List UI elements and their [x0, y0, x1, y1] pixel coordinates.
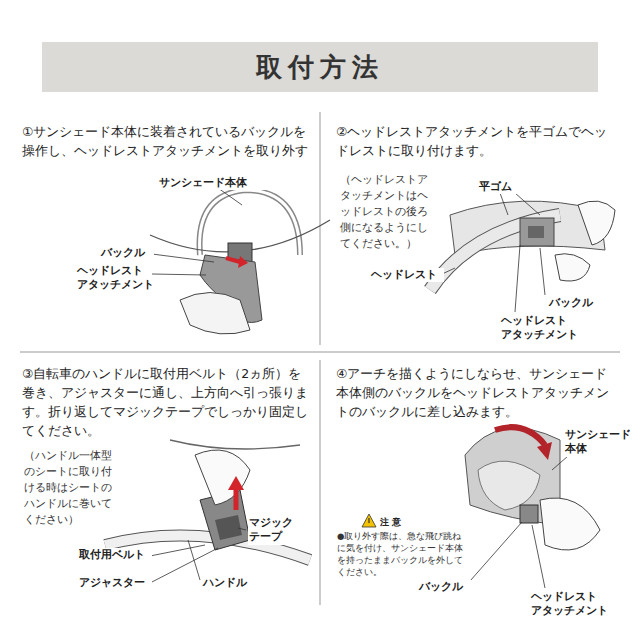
note-text: （ハンドル一体型のシートに取り付ける時はシートのハンドルに巻いてください） [24, 448, 112, 528]
step-text: ②ヘッドレストアタッチメントを平ゴムでヘッドレストに取り付けます。 [336, 122, 620, 160]
part-label: 取付用ベルト [78, 548, 152, 562]
caution-text: ●取り外す際は、急な飛び跳ねに気を付け、サンシェード本体を持ったままバックルを外… [337, 531, 469, 579]
part-label: バックル [548, 296, 602, 310]
note-text: （ヘッドレストアタッチメントはヘッドレストの後ろ側になるようにしてください。） [340, 172, 436, 252]
step-text: ③自転車のハンドルに取付用ベルト（2ヵ所）を巻き、アジャスターに通し、上方向へ引… [22, 364, 312, 440]
part-label: ハンドル [202, 576, 256, 590]
part-label: 平ゴム [478, 180, 524, 194]
step-text: ①サンシェード本体に装着されているバックルを操作し、ヘッドレストアタッチメントを… [22, 122, 312, 160]
part-label: ヘッドレスト アタッチメント [76, 264, 150, 293]
part-label: ヘッドレスト [370, 268, 444, 282]
part-label: バックル [418, 580, 472, 594]
caution-heading: 注 意 [380, 516, 430, 529]
part-label: ヘッドレスト アタッチメント [500, 314, 582, 343]
part-label: ヘッドレスト アタッチメント [530, 590, 612, 619]
part-label: アジャスター [78, 576, 152, 590]
part-label: バックル [100, 246, 154, 260]
step-text: ④アーチを描くようにしならせ、サンシェード本体側のバックルをヘッドレストアタッチ… [336, 364, 620, 421]
title-text: 取付方法 [256, 50, 384, 85]
part-label: マジック テープ [248, 516, 300, 545]
part-label: サンシェード本体 [158, 176, 270, 190]
title-band: 取付方法 [42, 42, 598, 92]
part-label: サンシェード 本体 [564, 428, 636, 457]
